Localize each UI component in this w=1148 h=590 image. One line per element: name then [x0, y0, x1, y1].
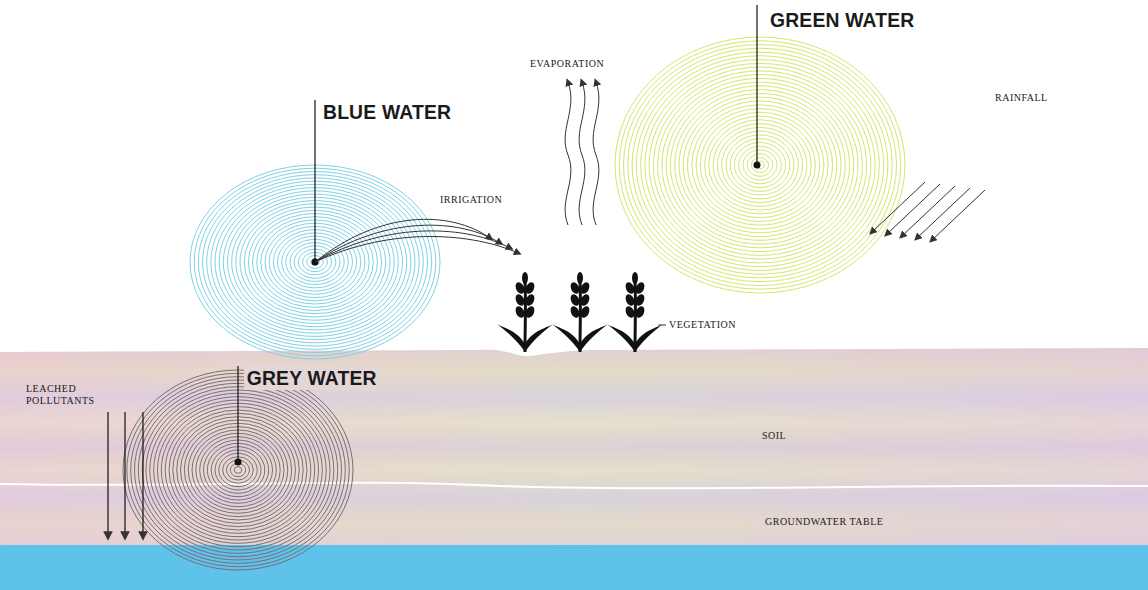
ring-stroke	[666, 82, 854, 248]
process-label: IRRIGATION	[440, 194, 502, 205]
soil-band	[0, 348, 1148, 546]
ring-stroke	[696, 109, 824, 222]
rainfall-arrows	[872, 182, 985, 240]
center-dot	[754, 162, 761, 169]
ring-stroke	[734, 142, 785, 187]
ring-stroke	[705, 116, 816, 214]
ring-stroke	[717, 127, 802, 202]
ring-stroke	[670, 86, 849, 244]
ring-stroke	[713, 124, 807, 207]
leader-line	[658, 325, 666, 326]
part-label: VEGETATION	[669, 319, 736, 330]
ring-stroke	[624, 45, 897, 286]
ring-stroke	[234, 467, 242, 474]
ring-stroke	[692, 105, 828, 225]
ring-stroke	[709, 120, 811, 210]
wheat-plant	[552, 272, 608, 352]
ring-stroke	[645, 63, 875, 266]
wheat-plant	[607, 272, 663, 352]
ring-stroke	[653, 71, 866, 259]
ring-stroke	[636, 56, 883, 274]
ring-patterns	[123, 37, 905, 570]
irrigation-arrows	[315, 219, 518, 262]
ring-stroke	[679, 94, 841, 237]
leader-line	[756, 5, 757, 165]
heading-label: GREEN WATER	[770, 8, 914, 32]
process-label: LEACHED POLLUTANTS	[26, 383, 106, 407]
part-label: SOIL	[762, 430, 786, 441]
ring-stroke	[688, 101, 833, 229]
ring-stroke	[658, 75, 863, 256]
ring-stroke	[743, 150, 777, 180]
heading-label: BLUE WATER	[323, 100, 451, 124]
ring-stroke	[619, 41, 900, 289]
ring-stroke	[675, 90, 846, 241]
ring-stroke	[615, 37, 905, 293]
process-label: RAINFALL	[995, 92, 1048, 103]
ring-stroke	[649, 67, 871, 263]
ring-stroke	[726, 135, 794, 195]
ring-stroke	[752, 158, 769, 173]
soil-tint	[0, 348, 1148, 546]
ring-stroke	[683, 97, 837, 233]
leader-line	[237, 366, 238, 462]
ring-stroke	[632, 52, 888, 278]
ring-stroke	[747, 154, 773, 177]
part-label: GROUNDWATER TABLE	[765, 516, 883, 527]
center-dot	[235, 459, 242, 466]
ring-stroke	[662, 78, 858, 251]
ring-stroke	[722, 131, 799, 199]
ring-stroke	[641, 60, 880, 271]
wheat-plant	[497, 272, 553, 352]
process-label: EVAPORATION	[530, 58, 604, 69]
evaporation-arrows	[565, 82, 599, 225]
leaching-arrows	[108, 412, 143, 536]
ring-stroke	[628, 48, 892, 281]
ring-stroke	[739, 146, 782, 184]
ring-stroke	[223, 457, 254, 484]
leader-line	[314, 100, 315, 262]
ring-stroke	[730, 139, 790, 192]
ring-stroke	[700, 112, 819, 217]
heading-label: GREY WATER	[244, 366, 379, 390]
